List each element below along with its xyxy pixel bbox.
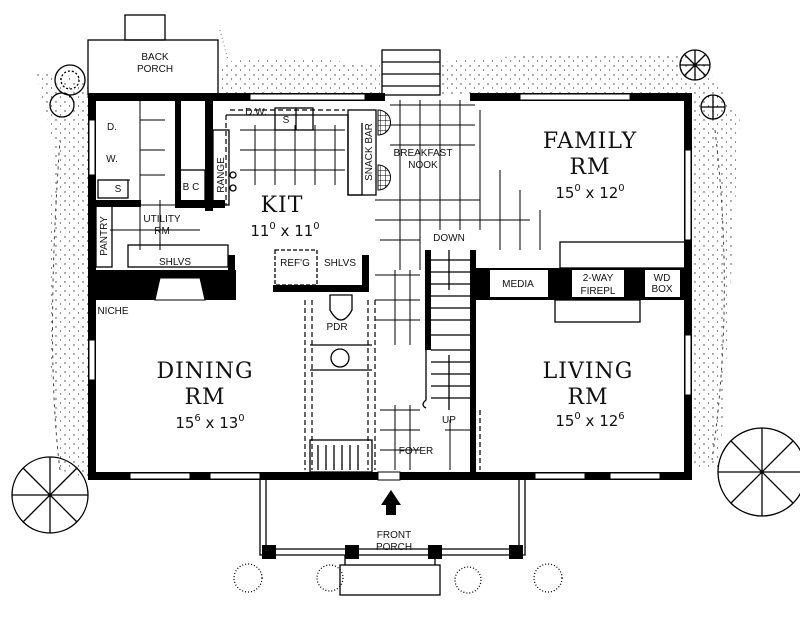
utility-room-label: RM <box>154 226 170 237</box>
fireplace-label: 2-WAY <box>583 273 614 284</box>
fireplace-label: FIREPL <box>580 286 615 297</box>
powder-room-label: PDR <box>326 322 347 333</box>
breakfast-nook-label: NOOK <box>408 160 438 171</box>
shelves-label: SHLVS <box>159 257 191 268</box>
stool-icon <box>377 164 391 191</box>
breakfast-nook-label: BREAKFAST <box>394 148 453 159</box>
tree-icon <box>54 64 86 96</box>
room-name: FAMILY <box>543 129 637 154</box>
back-porch-label: BACK <box>141 52 169 63</box>
room-name: KIT <box>261 193 304 218</box>
toilet-icon <box>329 294 353 321</box>
shelves-label: SHLVS <box>324 258 356 269</box>
wood-box-label: WD <box>654 273 671 284</box>
back-steps <box>381 49 441 96</box>
back-porch-label: PORCH <box>137 64 173 75</box>
room-kitchen: KIT 110 x 110 <box>250 193 319 240</box>
wood-box-label: BOX <box>651 284 672 295</box>
refrigerator-label: REF'G <box>280 258 310 269</box>
tree-icon <box>717 427 800 517</box>
room-dining: DINING RM 156 x 130 <box>156 359 253 432</box>
snack-bar <box>347 109 377 196</box>
tree-icon <box>700 94 726 120</box>
room-name: DINING <box>156 359 253 384</box>
room-living: LIVING RM 150 x 126 <box>543 359 634 430</box>
niche-label: NICHE <box>97 306 128 317</box>
exterior-walls <box>88 93 692 481</box>
room-name: RM <box>569 155 610 180</box>
utility-room-label: UTILITY <box>143 214 181 225</box>
room-name: LIVING <box>543 359 634 384</box>
kitchen-fixtures <box>95 107 391 286</box>
interior-walls <box>96 93 686 475</box>
tree-icon <box>49 92 75 118</box>
back-porch: BACK PORCH <box>87 14 219 96</box>
room-name: RM <box>567 385 608 410</box>
front-porch-label: PORCH <box>376 542 412 553</box>
washer-label: W. <box>106 154 118 165</box>
snack-bar-label: SNACK BAR <box>364 123 375 181</box>
room-dimensions: 110 x 110 <box>250 221 319 240</box>
tree-icon <box>11 456 89 534</box>
room-family: FAMILY RM 150 x 120 <box>543 129 637 202</box>
dryer-label: D. <box>107 122 117 133</box>
media-label: MEDIA <box>502 279 534 290</box>
stairs-down-label: DOWN <box>433 233 465 244</box>
stool-icon <box>377 109 391 136</box>
staircase <box>422 250 470 410</box>
entry-arrow-icon <box>381 490 401 515</box>
room-dimensions: 156 x 130 <box>175 413 244 432</box>
room-dimensions: 150 x 120 <box>555 183 624 202</box>
front-porch: FRONT PORCH <box>259 480 526 596</box>
kitchen-sink-icon <box>274 107 314 131</box>
tree-icon <box>679 49 711 81</box>
fixture-labels: D. W. S PANTRY UTILITY RM B C RANGE D.W.… <box>97 107 672 457</box>
kitchen-sink-label: S <box>283 115 290 126</box>
front-door <box>377 471 401 481</box>
lavatory-icon <box>330 348 350 368</box>
shrub-icon <box>233 563 563 594</box>
stairs-up-label: UP <box>442 415 456 426</box>
utility-sink-label: S <box>115 184 122 195</box>
room-name: RM <box>184 385 225 410</box>
bc-label: B C <box>183 182 200 193</box>
room-dimensions: 150 x 126 <box>555 411 624 430</box>
fireplace-icon <box>154 277 206 301</box>
front-porch-label: FRONT <box>377 530 411 541</box>
dishwasher-label: D.W. <box>245 107 267 118</box>
range-label: RANGE <box>216 157 227 193</box>
landscaping <box>11 29 800 594</box>
pantry-label: PANTRY <box>99 216 110 256</box>
foyer-label: FOYER <box>399 446 433 457</box>
